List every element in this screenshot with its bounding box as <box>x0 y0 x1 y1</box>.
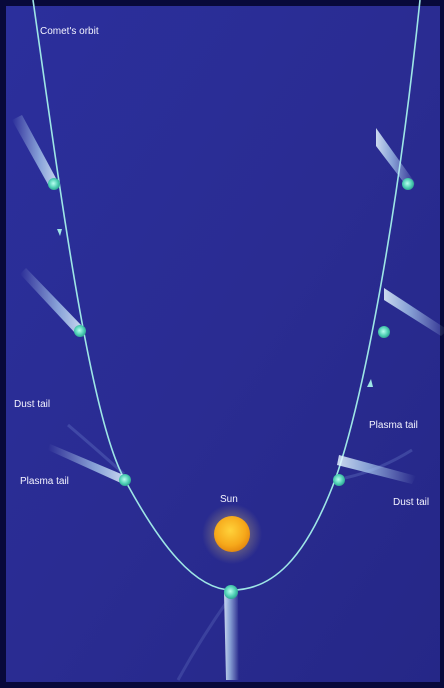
background-panel <box>6 6 440 682</box>
dust-tail-label-left: Dust tail <box>14 399 50 410</box>
plasma-tail-label-left: Plasma tail <box>20 476 69 487</box>
orbit-label: Comet's orbit <box>40 26 99 37</box>
sun-label: Sun <box>220 494 238 505</box>
sun-icon <box>214 516 250 552</box>
plasma-tail-label-right: Plasma tail <box>369 420 418 431</box>
dust-tail-label-right: Dust tail <box>393 497 429 508</box>
